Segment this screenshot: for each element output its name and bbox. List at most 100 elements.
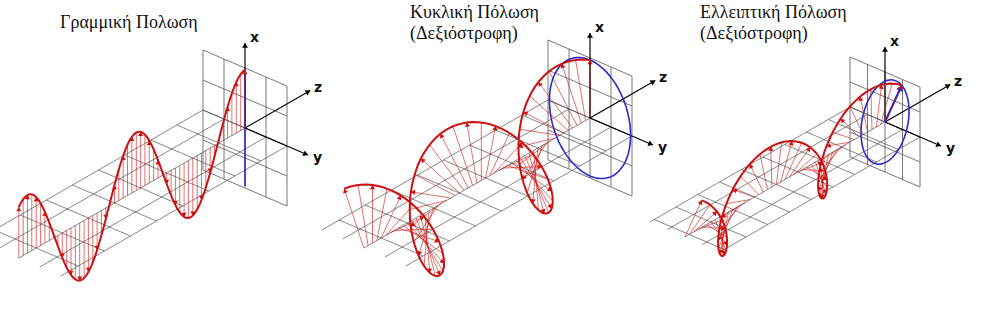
field-vector xyxy=(885,85,902,122)
field-spoke xyxy=(523,112,564,133)
field-spoke xyxy=(520,129,560,135)
field-spoke xyxy=(776,142,781,184)
field-spoke xyxy=(71,228,72,275)
axis-arrowhead xyxy=(242,43,248,48)
field-spoke xyxy=(860,97,868,132)
field-spoke xyxy=(576,60,586,121)
field-spoke xyxy=(394,229,433,230)
polarization-trace xyxy=(549,58,630,179)
axis-label: x xyxy=(595,19,604,35)
axis-label: z xyxy=(954,73,962,89)
field-spoke xyxy=(694,212,717,233)
field-spoke xyxy=(411,192,451,198)
field-spoke xyxy=(412,221,443,271)
floor-grid-line xyxy=(364,118,590,248)
axis-arrowhead xyxy=(650,80,656,85)
wave-curve xyxy=(19,70,245,281)
floor-grid-line xyxy=(385,127,611,257)
field-spoke xyxy=(179,166,180,213)
z-axis xyxy=(245,91,310,129)
field-spoke xyxy=(84,221,85,279)
field-spoke xyxy=(741,176,759,194)
field-spoke xyxy=(188,161,189,219)
field-spoke xyxy=(419,208,434,256)
floor-grid-line xyxy=(343,109,569,239)
floor-grid-line xyxy=(667,115,867,230)
field-spoke xyxy=(590,60,591,118)
field-spoke xyxy=(358,185,368,246)
axis-label: y xyxy=(313,149,322,165)
field-spoke xyxy=(175,168,176,205)
field-spoke xyxy=(344,189,364,248)
floor-grid-line xyxy=(702,130,902,245)
polarization-trace xyxy=(861,80,909,164)
field-spoke xyxy=(171,171,172,196)
field-spoke xyxy=(27,195,28,253)
field-spoke xyxy=(685,200,702,237)
field-spoke xyxy=(689,205,710,235)
axis-label: y xyxy=(658,139,667,155)
field-spoke xyxy=(44,212,45,243)
field-spoke xyxy=(240,74,241,130)
field-spoke xyxy=(136,133,137,191)
polarization-trace xyxy=(244,70,246,186)
field-spoke xyxy=(36,197,37,248)
field-spoke xyxy=(467,123,477,184)
field-spoke xyxy=(516,161,553,201)
field-spoke xyxy=(802,170,825,172)
field-arrowhead xyxy=(343,189,348,194)
field-spoke xyxy=(31,194,32,250)
floor-grid-line xyxy=(19,128,245,258)
panel-title: Γραμμική Πολωση xyxy=(60,12,260,33)
field-spoke xyxy=(876,85,881,127)
field-spoke xyxy=(23,199,24,255)
field-spoke xyxy=(245,70,246,128)
field-spoke xyxy=(781,141,793,182)
axis-arrowhead xyxy=(647,140,653,146)
field-spoke xyxy=(97,213,98,250)
axis-arrowhead xyxy=(945,84,951,89)
field-spoke xyxy=(231,93,232,135)
field-spoke xyxy=(527,146,542,194)
field-arrowhead xyxy=(16,207,21,211)
field-arrowhead xyxy=(712,212,717,217)
field-spoke xyxy=(453,126,473,185)
field-spoke xyxy=(538,82,572,128)
field-spoke xyxy=(372,185,373,243)
field-spoke xyxy=(140,132,141,188)
wave-curve xyxy=(702,84,902,257)
field-spoke xyxy=(841,119,859,137)
field-spoke xyxy=(377,189,387,241)
field-spoke xyxy=(75,226,76,280)
floor-grid-line xyxy=(0,110,203,240)
field-spoke xyxy=(127,145,128,196)
field-spoke xyxy=(430,145,464,191)
axis-label: x xyxy=(250,29,259,45)
field-spoke xyxy=(205,151,206,188)
field-spoke xyxy=(785,143,802,180)
field-spoke xyxy=(88,218,89,272)
x-axis xyxy=(589,33,590,118)
floor-grid-line xyxy=(40,137,266,267)
field-spoke xyxy=(123,156,124,198)
field-spoke xyxy=(789,147,810,177)
field-spoke xyxy=(40,203,41,245)
field-spoke xyxy=(415,175,456,196)
field-spoke xyxy=(881,84,893,125)
field-spoke xyxy=(520,158,551,208)
wave-curve xyxy=(344,60,590,277)
axis-label: x xyxy=(890,33,899,49)
field-spoke xyxy=(18,207,19,258)
field-spoke xyxy=(760,154,768,189)
floor-grid-line xyxy=(0,119,224,249)
field-spoke xyxy=(771,147,772,187)
plane-grid-line xyxy=(245,68,246,188)
y-axis xyxy=(245,128,308,155)
field-spoke xyxy=(503,167,542,168)
axis-label: y xyxy=(946,140,955,156)
field-spoke xyxy=(192,158,193,216)
axis-label: z xyxy=(314,79,322,95)
field-spoke xyxy=(79,223,80,281)
panel-title: Κυκλική Πόλωση (Δεξιόστροφη) xyxy=(410,2,570,44)
